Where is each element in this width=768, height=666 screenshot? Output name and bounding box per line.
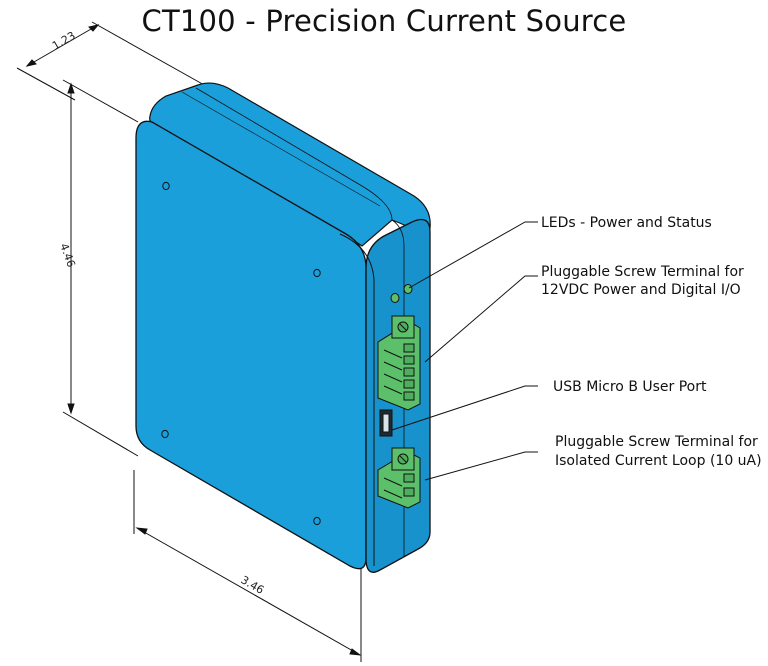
- status-led-icon: [403, 284, 413, 294]
- screw-hole-top-right: [313, 268, 321, 278]
- callout-power-terminal-line-2: 12VDC Power and Digital I/O: [541, 282, 741, 298]
- screw-hole-bottom-right: [313, 516, 321, 526]
- depth-ext-line-a: [16, 67, 76, 101]
- width-dim-line: [136, 527, 361, 656]
- callout-loop-terminal-line-1: Pluggable Screw Terminal for: [555, 434, 758, 450]
- screw-hole-bottom-left: [161, 429, 169, 439]
- leader-lines: [391, 221, 538, 481]
- depth-dim-line: [26, 24, 99, 67]
- screw-hole-top-left: [162, 181, 170, 191]
- depth-arrow-b: [88, 24, 100, 32]
- depth-dimension: [16, 21, 207, 101]
- diagram-title: CT100 - Precision Current Source: [141, 4, 627, 38]
- height-value: 4.46: [57, 242, 78, 269]
- power-led-icon: [390, 293, 400, 303]
- width-arrow-a: [135, 527, 148, 535]
- callout-loop-terminal: Pluggable Screw Terminal for Isolated Cu…: [555, 434, 762, 469]
- height-arrow-b: [67, 403, 75, 415]
- callout-usb: USB Micro B User Port: [553, 379, 707, 395]
- leader-leds: [408, 221, 538, 289]
- callout-power-terminal-line-1: Pluggable Screw Terminal for: [541, 264, 744, 280]
- current-loop-terminal-block: [377, 447, 421, 509]
- usb-micro-b-port: [379, 409, 393, 437]
- callout-loop-terminal-line-2: Isolated Current Loop (10 uA): [555, 453, 762, 469]
- depth-ext-line-b: [91, 21, 207, 87]
- width-dimension: [133, 470, 362, 662]
- callout-power-terminal: Pluggable Screw Terminal for 12VDC Power…: [541, 264, 748, 298]
- height-dimension: [62, 79, 139, 457]
- callout-leds: LEDs - Power and Status: [541, 215, 712, 231]
- callout-usb-line-1: USB Micro B User Port: [553, 379, 707, 395]
- leader-loop-terminal: [424, 451, 538, 481]
- leader-power-terminal: [424, 275, 538, 363]
- depth-arrow-a: [25, 59, 37, 67]
- power-io-terminal-block: [377, 315, 421, 411]
- height-arrow-a: [67, 82, 75, 94]
- enclosure-top-seam: [195, 87, 393, 221]
- enclosure-edge-line: [339, 233, 375, 566]
- depth-value: 1.23: [50, 29, 78, 53]
- enclosure: [135, 82, 431, 573]
- height-ext-line-a: [62, 79, 139, 123]
- callout-leds-line-1: LEDs - Power and Status: [541, 215, 712, 231]
- enclosure-top-seam-2: [181, 91, 381, 207]
- width-arrow-b: [349, 648, 362, 656]
- height-ext-line-b: [62, 411, 139, 457]
- enclosure-seam-line: [391, 219, 405, 556]
- leader-usb: [391, 385, 538, 431]
